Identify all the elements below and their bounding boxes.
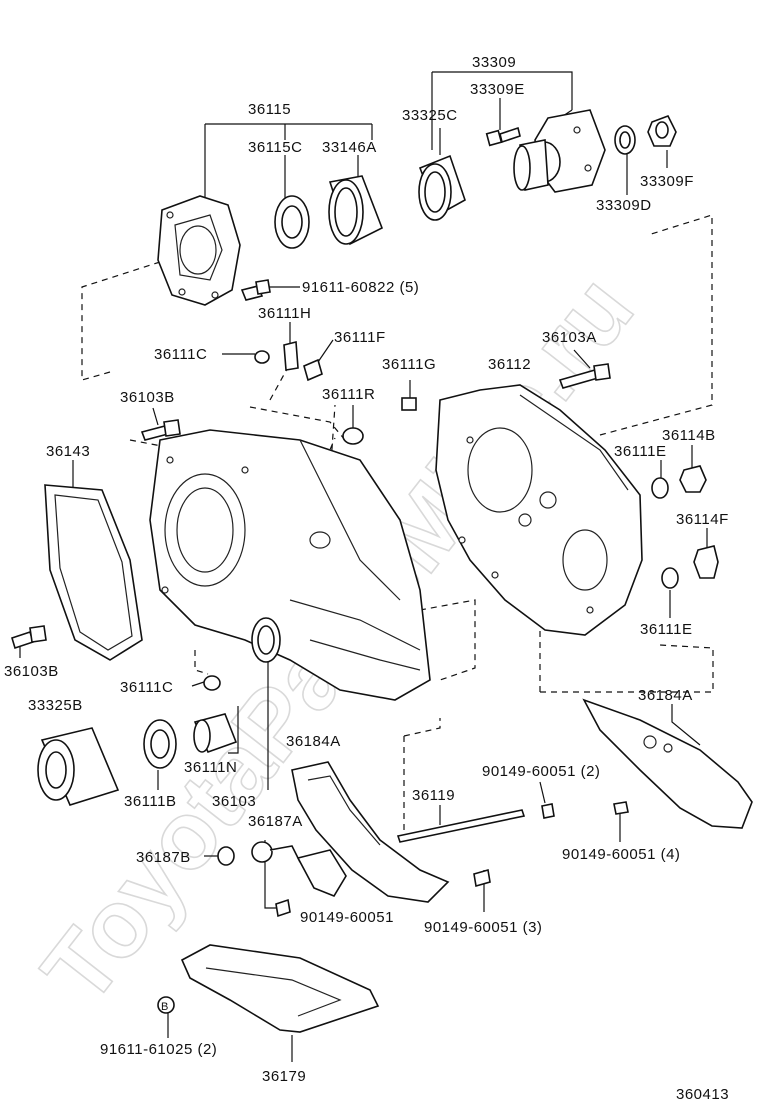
leader-lines [19,71,708,1062]
part-36115-cover [157,195,241,306]
part-33309D-ring [614,125,636,155]
part-36112-housing [435,384,643,636]
label-36184A-right: 36184A [638,687,693,704]
part-36103B-bolt-left [11,625,47,650]
part-33325C-seal [418,154,466,221]
part-36111N-sleeve [193,713,238,754]
part-36111B-seal [143,719,177,769]
label-90149-60051-2: 90149-60051 (2) [482,763,600,780]
bolt-marker-B [157,996,175,1014]
label-36115C: 36115C [248,139,302,156]
label-36111B: 36111B [124,793,177,810]
part-36111C-plug-top [254,350,270,364]
label-36111H: 36111H [258,305,311,322]
part-36103A-bolt [558,363,611,389]
label-33309: 33309 [472,54,516,71]
label-36114F: 36114F [676,511,729,528]
label-90149-60051-3: 90149-60051 (3) [424,919,542,936]
label-90149-60051-4: 90149-60051 (4) [562,846,680,863]
label-36115: 36115 [248,101,291,118]
label-36119: 36119 [412,787,455,804]
label-36103A: 36103A [542,329,597,346]
part-91611-60822-bolt [240,279,271,301]
label-33309F: 33309F [640,173,694,190]
label-33146A: 33146A [322,139,377,156]
label-36111R: 36111R [322,386,375,403]
part-36119-rod [396,809,526,843]
part-36103-ring [251,617,281,663]
label-36111E-top: 36111E [614,443,667,460]
label-36112: 36112 [488,356,531,373]
label-36103B-left: 36103B [4,663,59,680]
part-33309-flange [513,109,606,193]
part-36111F-plug [303,358,323,382]
part-90149-bolt-4 [613,801,629,815]
label-36179: 36179 [262,1068,306,1085]
part-labels: 33309 33309E 33325C 36115 36115C 33146A … [4,54,729,1103]
part-36111R-seal [342,427,364,445]
part-36184A-cover-right [582,698,753,829]
label-36111G: 36111G [382,356,436,373]
label-36111E-bottom: 36111E [640,621,693,638]
part-36184A-cover-mid [291,761,450,903]
label-36187A: 36187A [248,813,303,830]
label-33309E: 33309E [470,81,525,98]
part-33309E-bolt [485,126,521,147]
diagram-code: 360413 [676,1086,729,1103]
label-90149-60051: 90149-60051 [300,909,394,926]
part-36187B-cap [217,846,235,866]
part-36187A-sensor [251,841,347,897]
label-36114B: 36114B [662,427,716,444]
part-33146A-race [328,175,384,246]
label-36111C-bottom: 36111C [120,679,173,696]
label-36103: 36103 [212,793,256,810]
label-36187B: 36187B [136,849,191,866]
label-91611-61025: 91611-61025 (2) [100,1041,217,1058]
label-36103B-top: 36103B [120,389,175,406]
part-33309F-nut [647,114,677,147]
part-36103B-bolt-top [140,419,181,441]
part-36143-gasket [44,484,143,661]
label-33325C: 33325C [402,107,458,124]
part-36111E-seal-bottom [661,567,679,589]
part-36111G-pin [401,397,417,411]
label-36111F: 36111F [334,329,386,346]
part-90149-bolt-3 [473,868,491,888]
label-36111N: 36111N [184,759,237,776]
label-36143: 36143 [46,443,90,460]
part-90149-bolt-2 [541,803,555,819]
label-B: B [161,1001,169,1013]
part-36111E-seal-top [651,477,669,499]
part-33325B-sleeve [37,727,120,806]
label-33309D: 33309D [596,197,652,214]
part-36111C-plug-bottom [203,675,221,691]
label-36184A-mid: 36184A [286,733,341,750]
label-36111C-top: 36111C [154,346,207,363]
part-center-housing [149,429,431,701]
part-36114B-plug [679,465,707,493]
label-33325B: 33325B [28,697,83,714]
part-36115C-seal [274,195,310,249]
part-90149-bolt [275,898,291,918]
part-36111H-plug [283,340,299,371]
part-36114F-plug [693,545,719,579]
part-36179-oil-pan [180,944,380,1033]
label-91611-60822: 91611-60822 (5) [302,279,419,296]
